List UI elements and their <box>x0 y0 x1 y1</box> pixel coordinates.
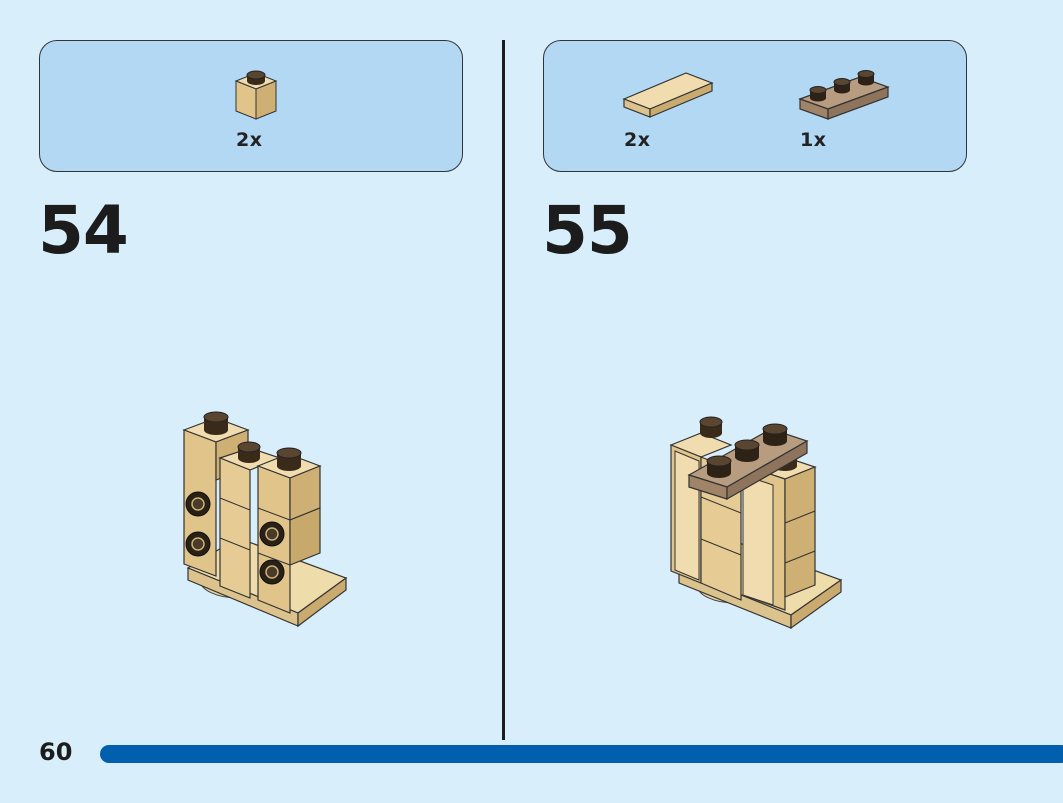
progress-bar <box>100 745 1063 763</box>
part-quantity: 2x <box>624 129 651 151</box>
step-divider <box>502 40 505 740</box>
tan-tile-1x4-icon <box>620 69 714 119</box>
parts-list-step-54: 2x <box>39 40 463 172</box>
step-number: 55 <box>542 192 633 269</box>
tan-brick-1x1-icon <box>232 69 280 125</box>
parts-list-step-55: 2x 1x <box>543 40 967 172</box>
page-number: 60 <box>39 738 73 766</box>
model-step-55-illustration <box>665 405 847 637</box>
step-number: 54 <box>38 192 129 269</box>
part-quantity: 1x <box>800 129 827 151</box>
part-quantity: 2x <box>236 129 263 151</box>
model-step-54-illustration <box>178 408 353 637</box>
dark-tan-plate-1x3-icon <box>796 67 890 123</box>
